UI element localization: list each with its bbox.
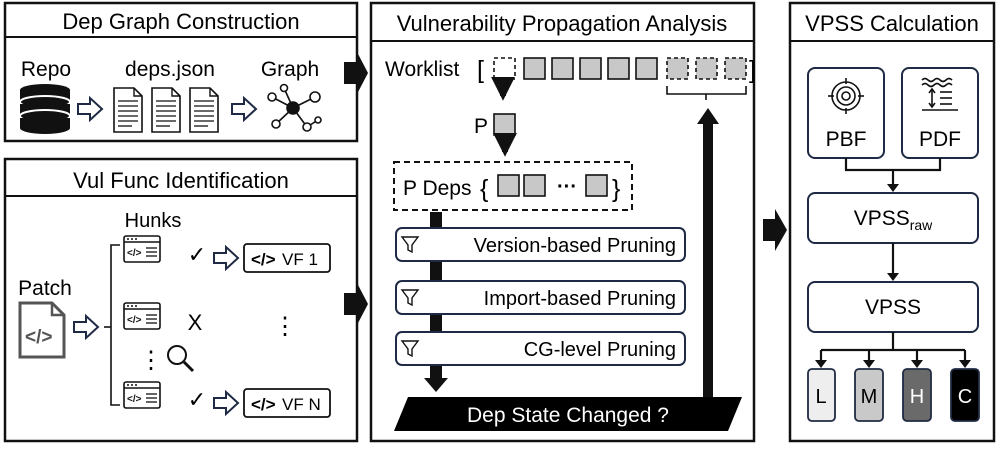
vul-func-title: Vul Func Identification [73, 168, 289, 193]
merge-connector [844, 158, 942, 186]
pruning-step-version-label: Version-based Pruning [474, 235, 676, 257]
hunk-n-check: ✓ [188, 387, 206, 412]
p-deps-ellipsis: ··· [557, 176, 577, 198]
vfn-box: </> VF N [243, 388, 331, 418]
level-high: H [902, 368, 932, 422]
vpss-title: VPSS Calculation [805, 11, 979, 36]
level-low: L [807, 368, 836, 422]
pruning-step-import-label: Import-based Pruning [484, 288, 676, 310]
level-connector [819, 332, 967, 362]
hunk-ellipsis: ⋮ [139, 347, 163, 374]
p-block [493, 113, 516, 136]
pbf-label: PBF [826, 128, 867, 151]
vf1-label: VF 1 [282, 250, 318, 269]
worklist-open-bracket: [ [477, 56, 484, 84]
dep-graph-panel: Dep Graph Construction Repo deps.json Gr… [3, 1, 359, 143]
pruning-step-import: Import-based Pruning [395, 280, 686, 315]
level-medium: M [854, 368, 884, 422]
p-deps-label: P Deps [403, 177, 472, 200]
propagation-panel: Vulnerability Propagation Analysis Workl… [369, 1, 756, 443]
worklist-close-bracket: ] [749, 56, 756, 84]
arrow-propagation-to-vpss [763, 209, 787, 251]
code-window-icon [123, 235, 161, 263]
vf1-box: </> VF 1 [243, 243, 331, 273]
code-window-icon [123, 381, 161, 409]
vpss-raw-subscript: raw [910, 217, 933, 233]
arrow-vulfunc-to-propagation [344, 283, 368, 325]
code-file-icon: </> [18, 301, 66, 359]
hunk-2-cross: X [188, 310, 203, 335]
target-icon [828, 78, 864, 114]
vf-ellipsis: ⋮ [273, 313, 297, 340]
pruning-step-cg-label: CG-level Pruning [524, 339, 676, 361]
p-label: P [474, 115, 488, 138]
svg-text:</>: </> [251, 395, 276, 414]
graph-label: Graph [261, 58, 319, 81]
new-items-brace [666, 86, 747, 100]
pruning-step-version: Version-based Pruning [395, 227, 686, 262]
worklist-label: Worklist [385, 58, 459, 81]
propagation-title: Vulnerability Propagation Analysis [397, 11, 728, 36]
svg-text:</>: </> [25, 327, 52, 348]
pdf-label: PDF [919, 128, 961, 151]
vpss-raw-label: VPSSraw [854, 207, 933, 233]
deps-json-label: deps.json [125, 58, 215, 81]
arrow-depgraph-to-propagation [344, 52, 368, 94]
vul-func-panel: Vul Func Identification Hunks Patch </> … [3, 157, 359, 443]
feedback-loop-bar [703, 122, 713, 398]
patch-label: Patch [18, 277, 72, 300]
level-critical-label: C [958, 386, 972, 408]
worklist-items [493, 57, 747, 80]
dep-graph-title: Dep Graph Construction [62, 9, 299, 34]
database-icon [19, 84, 71, 134]
level-critical: C [950, 368, 980, 422]
level-high-label: H [910, 386, 924, 408]
p-deps-close-brace: } [612, 175, 620, 203]
vfn-label: VF N [282, 395, 321, 414]
dep-state-changed-decision: Dep State Changed ? [394, 397, 742, 431]
hunk-1-check: ✓ [188, 242, 206, 267]
hunks-bracket [110, 244, 120, 406]
level-medium-label: M [861, 386, 878, 408]
vpss-final-label: VPSS [865, 296, 921, 319]
p-deps-open-brace: { [480, 175, 488, 203]
repo-label: Repo [21, 58, 71, 81]
vpss-panel: VPSS Calculation PBF PDF [788, 1, 996, 443]
hunks-label: Hunks [125, 210, 182, 232]
magnifier-icon [167, 345, 195, 373]
level-low-label: L [815, 386, 826, 408]
document-icon [113, 87, 219, 133]
code-window-icon [123, 302, 161, 330]
water-level-icon [921, 77, 958, 111]
pruning-step-cg: CG-level Pruning [395, 331, 686, 366]
dep-state-changed-label: Dep State Changed ? [467, 404, 669, 427]
svg-text:</>: </> [251, 250, 276, 269]
graph-icon [267, 83, 322, 132]
